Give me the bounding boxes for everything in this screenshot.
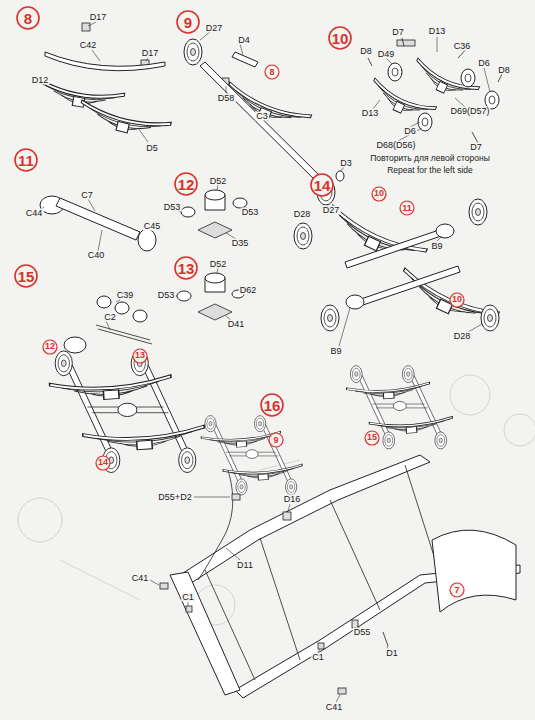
step-number: 11	[18, 153, 34, 168]
part-number: D53	[163, 203, 182, 212]
part-number: D16	[283, 495, 302, 504]
step-number: 15	[14, 264, 38, 288]
part-number: D52	[209, 260, 228, 269]
part-number: D17	[141, 49, 160, 58]
part-number: D5	[145, 144, 159, 153]
part-number: B9	[329, 347, 342, 356]
step-number: 10	[328, 26, 352, 50]
callout-number: 7	[454, 586, 459, 595]
step-number: 13	[174, 256, 198, 280]
part-number: D27	[205, 24, 224, 33]
step-number: 9	[176, 10, 200, 34]
part-number: C44	[25, 209, 44, 218]
step-number: 12	[174, 172, 198, 196]
step-number: 15	[18, 269, 35, 284]
part-number: C39	[116, 291, 135, 300]
step-number: 13	[178, 261, 195, 276]
part-number: B9	[430, 242, 443, 251]
part-number: C41	[131, 574, 150, 583]
part-number: C1	[311, 653, 325, 662]
step-number: 8	[16, 6, 40, 30]
part-number: D7	[469, 143, 483, 152]
part-number: D13	[361, 109, 380, 118]
step-number: 10	[332, 31, 349, 46]
step-number: 9	[184, 15, 192, 30]
callout-number: 9	[273, 436, 278, 445]
part-number: D17	[89, 13, 108, 22]
callout-number: 10	[449, 292, 465, 308]
part-number: D3	[339, 159, 353, 168]
part-number: D13	[428, 27, 447, 36]
part-number: C40	[87, 251, 106, 260]
part-number: C45	[143, 222, 162, 231]
callout-number: 9	[268, 432, 284, 448]
part-number: D1	[385, 649, 399, 658]
part-number: D28	[293, 210, 312, 219]
callout-number: 13	[135, 351, 145, 360]
part-number: C41	[325, 703, 344, 712]
step-number: 14	[314, 178, 331, 193]
instruction-note: Повторить для левой стороны	[369, 154, 491, 163]
callout-number: 12	[45, 342, 55, 351]
callout-number: 11	[402, 204, 412, 213]
part-number: D68(D56)	[375, 141, 416, 150]
callout-number: 15	[367, 433, 377, 442]
callout-number: 13	[132, 348, 148, 364]
callout-number: 14	[98, 458, 108, 467]
part-number: C1	[181, 593, 195, 602]
part-number: C3	[255, 112, 269, 121]
step-number: 8	[24, 11, 32, 26]
callout-number: 11	[399, 200, 415, 216]
part-number: D41	[227, 320, 246, 329]
step-number: 16	[260, 393, 284, 417]
part-number: C42	[79, 41, 98, 50]
part-number: C7	[80, 191, 94, 200]
part-number: D55+D2	[157, 493, 192, 502]
step-number: 11	[14, 148, 38, 172]
callout-number: 10	[371, 186, 387, 202]
part-number: D55	[353, 628, 372, 637]
part-number: D53	[157, 291, 176, 300]
step-number: 16	[264, 398, 281, 413]
callout-number: 10	[452, 295, 462, 304]
part-number: D8	[497, 66, 511, 75]
instruction-note: Repeat for the left side	[386, 166, 474, 175]
part-number: D52	[209, 177, 228, 186]
part-number: D6	[403, 127, 417, 136]
callout-number: 15	[364, 430, 380, 446]
callout-number: 8	[269, 68, 274, 77]
step-number: 12	[178, 177, 195, 192]
part-number: D4	[237, 36, 251, 45]
callout-number: 10	[374, 189, 384, 198]
part-number: D8	[359, 47, 373, 56]
callout-number: 7	[449, 582, 465, 598]
part-number: D28	[453, 332, 472, 341]
part-number: D62	[239, 286, 258, 295]
part-number: D49	[377, 50, 396, 59]
callout-number: 8	[264, 64, 280, 80]
part-number: D6	[477, 59, 491, 68]
part-number: D35	[231, 239, 250, 248]
part-number: D7	[391, 28, 405, 37]
step-number: 14	[310, 173, 334, 197]
part-number: D27	[322, 206, 341, 215]
part-number: D58	[217, 94, 236, 103]
callout-number: 12	[42, 339, 58, 355]
part-number: D69(D57)	[449, 107, 490, 116]
callout-number: 14	[95, 455, 111, 471]
part-number: D12	[31, 76, 50, 85]
part-number: D11	[236, 561, 254, 570]
part-number: D53	[241, 208, 260, 217]
part-number: C36	[453, 42, 472, 51]
part-number: C2	[103, 313, 117, 322]
